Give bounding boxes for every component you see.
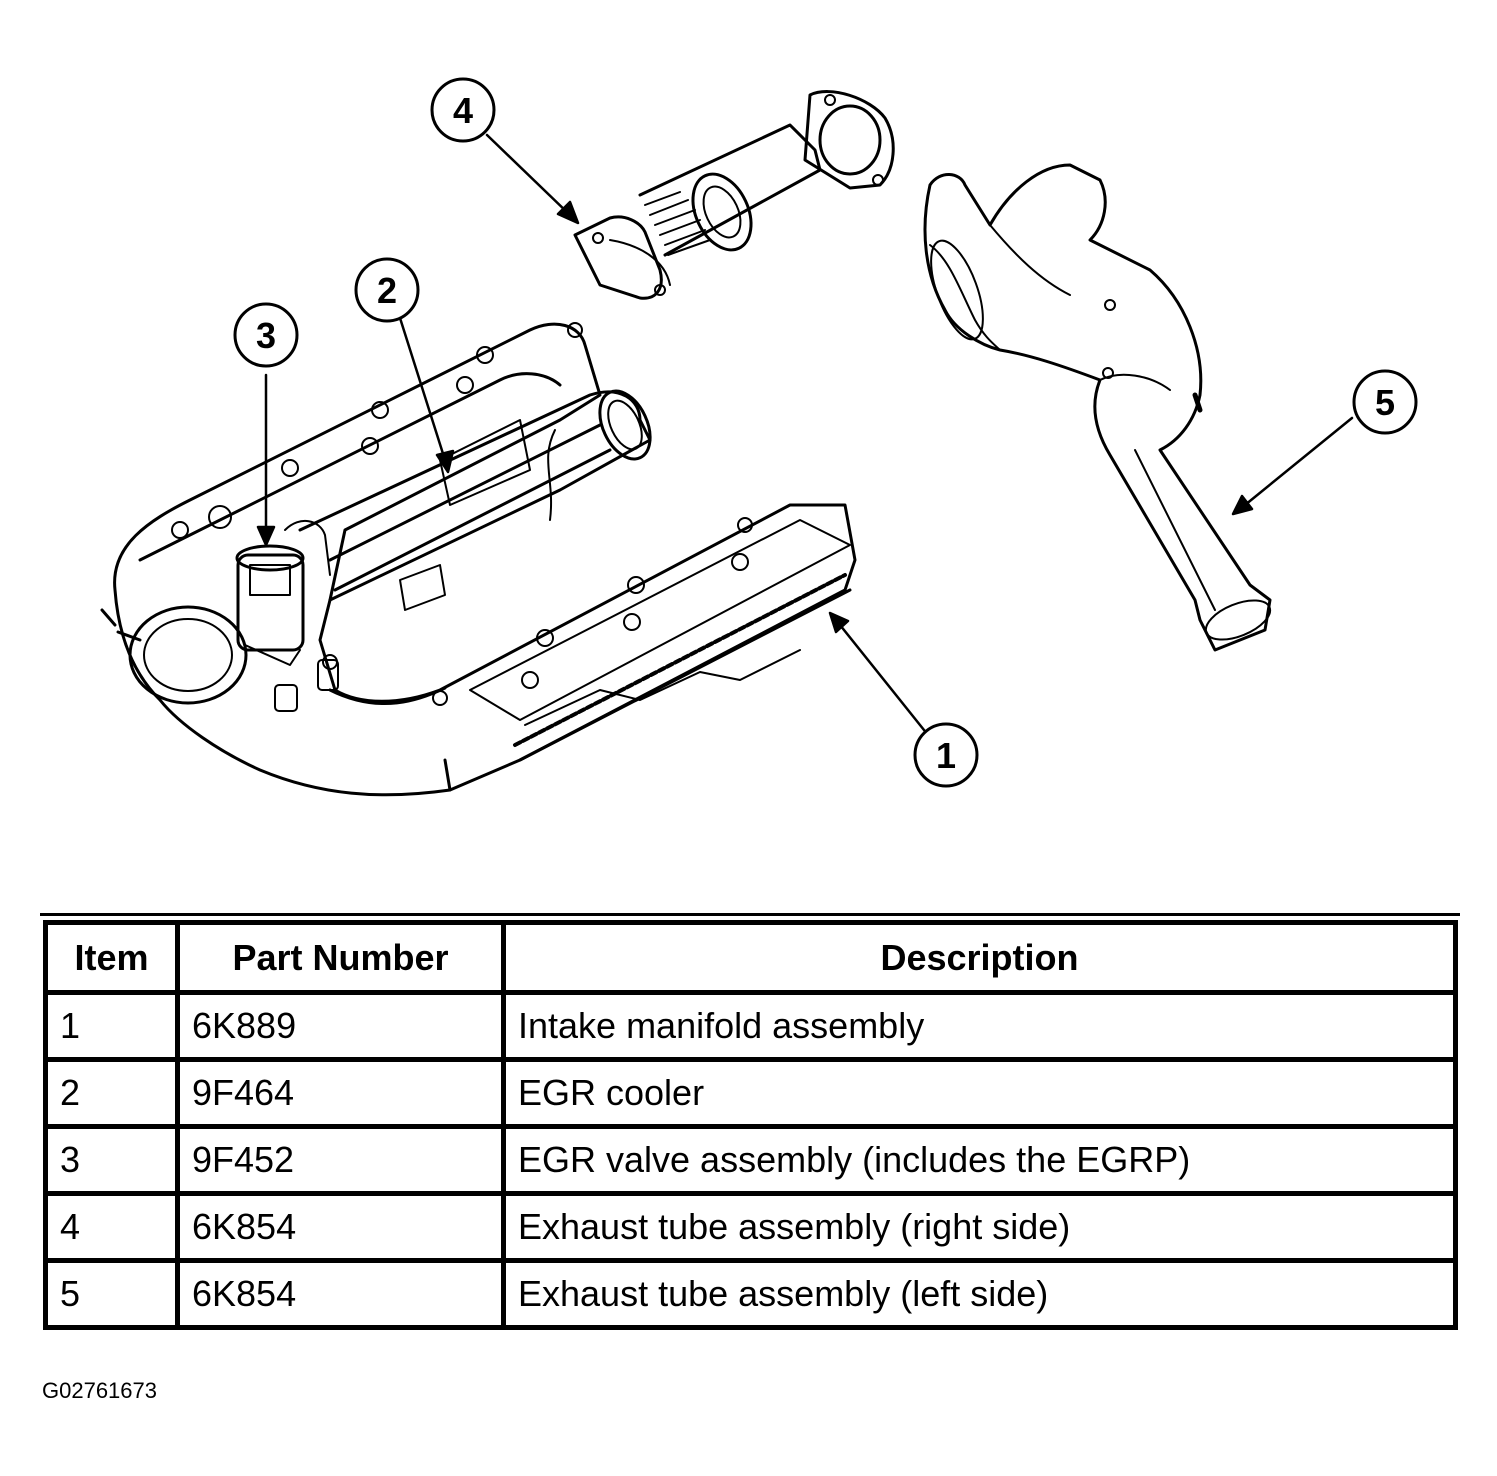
cell-item: 1 — [43, 990, 180, 1062]
leader-arrows — [256, 133, 1354, 737]
callout-3: 3 — [233, 302, 299, 368]
callout-1-number: 1 — [936, 735, 956, 776]
table-row: 4 6K854 Exhaust tube assembly (right sid… — [43, 1191, 1458, 1263]
callout-4: 4 — [430, 77, 496, 143]
parts-table: Item Part Number Description 1 6K889 Int… — [43, 920, 1458, 1330]
callout-2-number: 2 — [377, 270, 397, 311]
cell-item: 5 — [43, 1258, 180, 1330]
cell-part-number: 6K854 — [175, 1258, 506, 1330]
cell-description: EGR cooler — [501, 1057, 1458, 1129]
figure-id: G02761673 — [42, 1378, 157, 1403]
cell-item: 4 — [43, 1191, 180, 1263]
cell-description: Exhaust tube assembly (left side) — [501, 1258, 1458, 1330]
exhaust-tube-right-drawing — [573, 90, 895, 300]
cell-part-number: 6K854 — [175, 1191, 506, 1263]
cell-part-number: 6K889 — [175, 990, 506, 1062]
header-part-number: Part Number — [175, 920, 506, 995]
table-row: 3 9F452 EGR valve assembly (includes the… — [43, 1124, 1458, 1196]
intake-manifold-drawing — [100, 322, 857, 797]
table-row: 2 9F464 EGR cooler — [43, 1057, 1458, 1129]
parts-table-container: Item Part Number Description 1 6K889 Int… — [43, 920, 1458, 1330]
exhaust-tube-left-drawing — [923, 163, 1272, 652]
table-row: 1 6K889 Intake manifold assembly — [43, 990, 1458, 1062]
table-row: 5 6K854 Exhaust tube assembly (left side… — [43, 1258, 1458, 1330]
cell-description: EGR valve assembly (includes the EGRP) — [501, 1124, 1458, 1196]
header-description: Description — [501, 920, 1458, 995]
callout-4-number: 4 — [453, 90, 473, 131]
cell-item: 2 — [43, 1057, 180, 1129]
callout-5: 5 — [1352, 369, 1418, 435]
cell-description: Intake manifold assembly — [501, 990, 1458, 1062]
callout-2: 2 — [354, 257, 420, 323]
table-top-rule — [40, 913, 1460, 916]
callout-3-number: 3 — [256, 315, 276, 356]
cell-item: 3 — [43, 1124, 180, 1196]
cell-description: Exhaust tube assembly (right side) — [501, 1191, 1458, 1263]
exploded-parts-diagram: 1 2 3 4 5 — [100, 77, 1418, 797]
cell-part-number: 9F464 — [175, 1057, 506, 1129]
callout-5-number: 5 — [1375, 382, 1395, 423]
cell-part-number: 9F452 — [175, 1124, 506, 1196]
header-item: Item — [43, 920, 180, 995]
callout-1: 1 — [913, 722, 979, 788]
table-header-row: Item Part Number Description — [43, 920, 1458, 995]
